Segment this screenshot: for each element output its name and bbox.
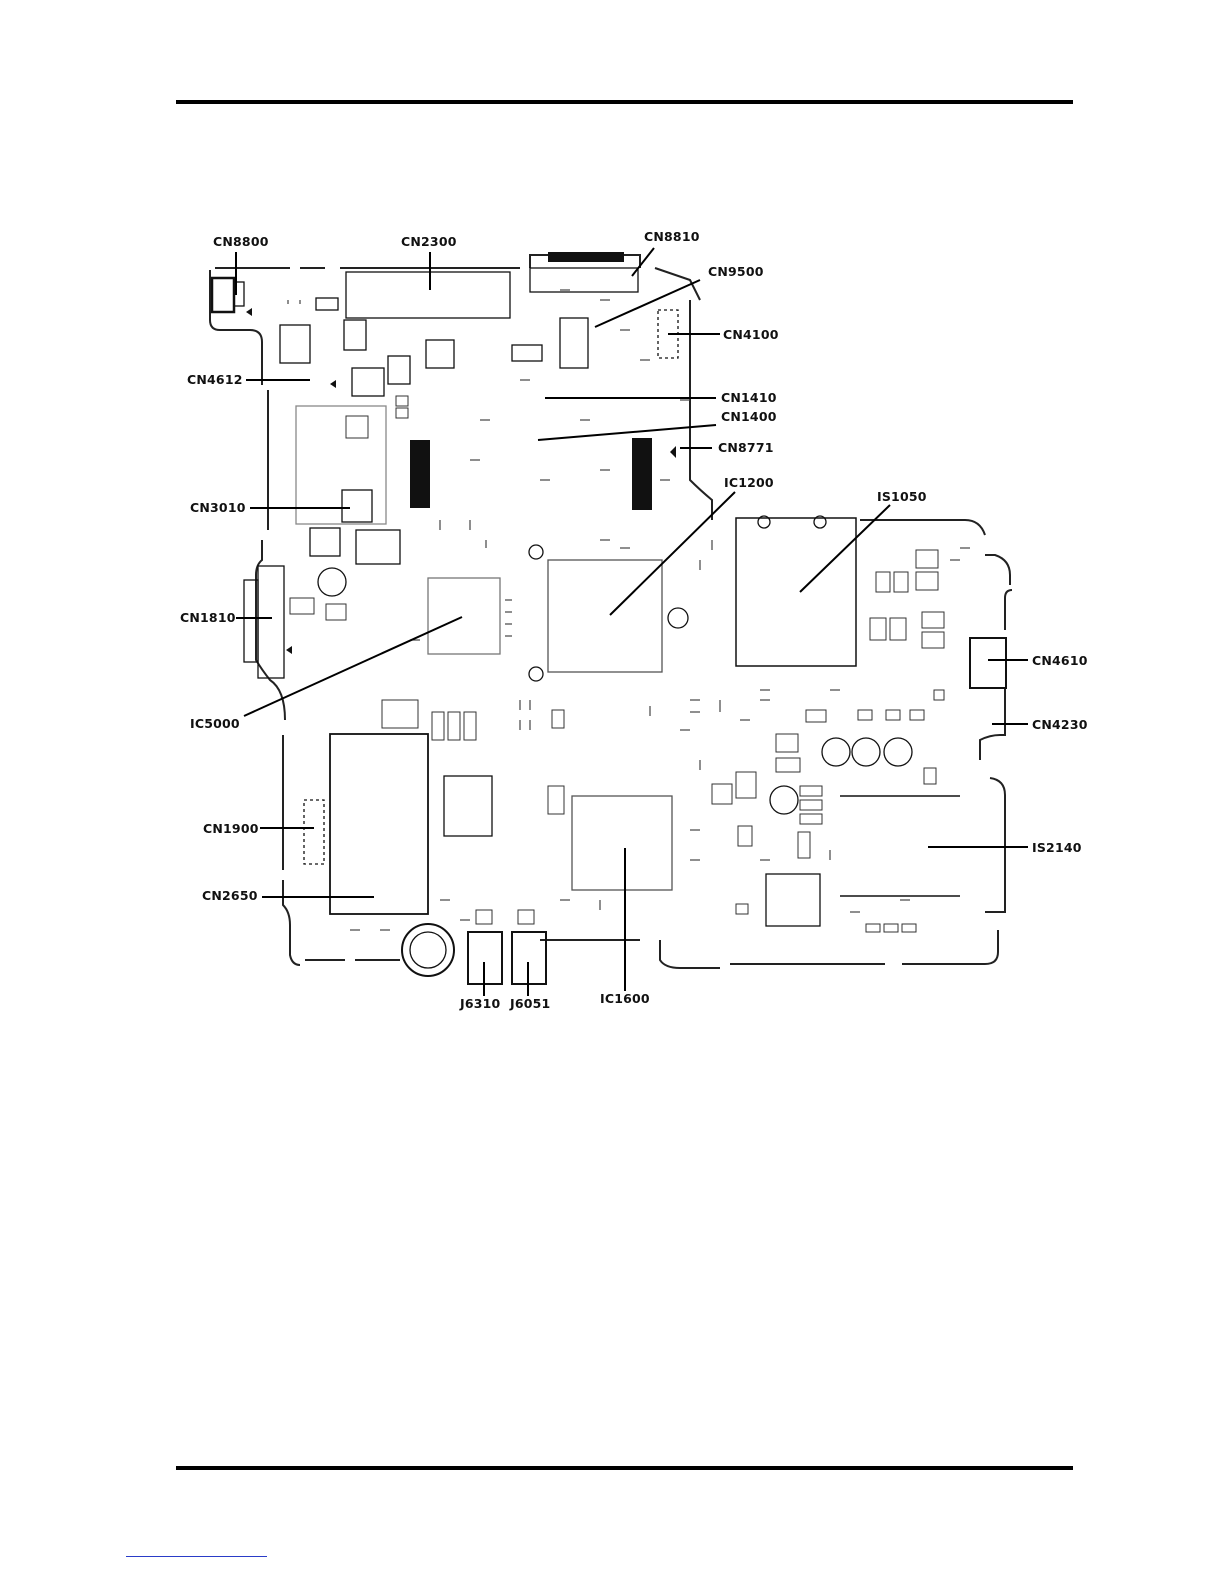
smd-components: [290, 396, 944, 932]
large-components: [212, 268, 1006, 984]
label-cn1400: CN1400: [721, 409, 777, 424]
label-cn9500: CN9500: [708, 264, 764, 279]
trace-marks: [288, 290, 970, 930]
label-cn2650: CN2650: [202, 888, 258, 903]
label-cn4612: CN4612: [187, 372, 243, 387]
label-cn8771: CN8771: [718, 440, 774, 455]
label-is1050: IS1050: [877, 489, 927, 504]
label-cn4230: CN4230: [1032, 717, 1088, 732]
label-cn8800: CN8800: [213, 234, 269, 249]
label-cn4610: CN4610: [1032, 653, 1088, 668]
label-j6310: J6310: [459, 996, 501, 1011]
label-j6051: J6051: [509, 996, 550, 1011]
reference-labels: CN8800 CN2300 CN8810 CN9500 CN4100 CN461…: [180, 229, 1088, 1011]
label-cn8810: CN8810: [644, 229, 700, 244]
label-cn1810: CN1810: [180, 610, 236, 625]
leader-lines: [236, 248, 1028, 996]
label-ic1600: IC1600: [600, 991, 650, 1006]
filled-parts: [246, 252, 676, 654]
label-ic5000: IC5000: [190, 716, 240, 731]
label-cn1900: CN1900: [203, 821, 259, 836]
label-cn1410: CN1410: [721, 390, 777, 405]
label-cn3010: CN3010: [190, 500, 246, 515]
label-is2140: IS2140: [1032, 840, 1082, 855]
label-cn2300: CN2300: [401, 234, 457, 249]
label-cn4100: CN4100: [723, 327, 779, 342]
label-ic1200: IC1200: [724, 475, 774, 490]
